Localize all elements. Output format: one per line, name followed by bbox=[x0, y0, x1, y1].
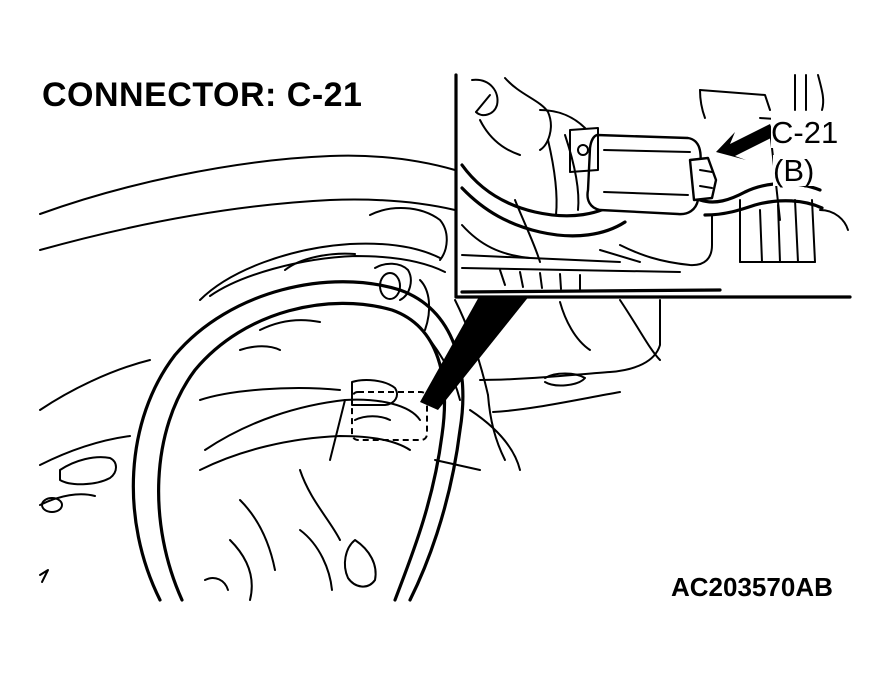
page-title: CONNECTOR: C-21 bbox=[42, 76, 363, 114]
connector-arrow bbox=[716, 124, 775, 160]
inset-detail bbox=[454, 73, 852, 299]
leader-pointer bbox=[420, 295, 530, 410]
connector-name-label: C-21 bbox=[771, 115, 839, 150]
steering-wheel bbox=[131, 280, 465, 602]
connector-location-dashed-box bbox=[351, 391, 428, 441]
dashboard-illustration bbox=[39, 154, 661, 583]
figure-id: AC203570AB bbox=[671, 572, 833, 602]
connector-color-label: (B) bbox=[773, 153, 815, 188]
